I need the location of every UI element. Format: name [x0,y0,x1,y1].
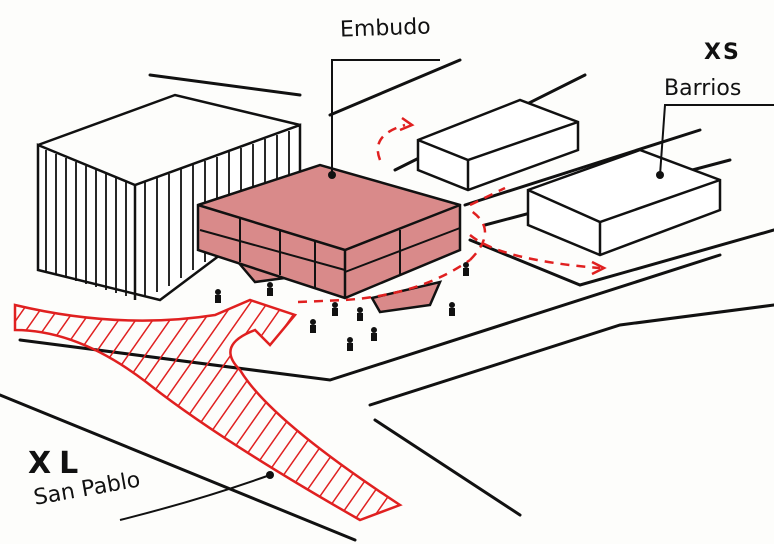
street-edge-lower [370,305,774,405]
street-edge-top-1 [330,60,460,115]
street-edge-bottom [375,420,520,515]
small-building-2 [528,150,720,255]
site-edge-back [150,75,300,95]
dashed-arrow-curl [470,210,485,260]
dashed-arrow-up [470,188,505,205]
embudo-label: Embudo [340,14,431,42]
xs-label: XS [704,40,741,65]
xl-label: XL [28,446,86,481]
barrios-label: Barrios [664,76,741,101]
